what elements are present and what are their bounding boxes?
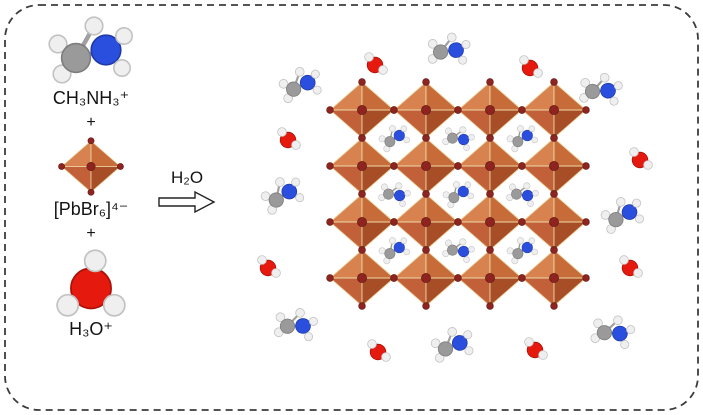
surrounding-water: [363, 51, 389, 76]
surrounding-water: [366, 338, 392, 363]
plus-sign-2: +: [86, 225, 96, 242]
surrounding-water: [628, 146, 654, 171]
surrounding-methylammonium: [275, 63, 325, 105]
methylammonium-molecule: [49, 17, 132, 83]
lead-bromide-label: [PbBr₆]⁴⁻: [53, 199, 129, 219]
pbbr6-octahedron: [326, 78, 398, 142]
surrounding-water: [518, 54, 544, 79]
interstitial-methylammonium: [375, 120, 413, 154]
surrounding-methylammonium: [428, 323, 477, 365]
pbbr6-octahedron: [390, 246, 462, 310]
interstitial-methylammonium: [439, 120, 478, 155]
methylammonium-molecule-icon: [46, 14, 136, 86]
reaction-arrow-block: H₂O: [148, 168, 226, 220]
methylammonium-label: CH₃NH₃⁺: [52, 88, 130, 108]
interstitial-methylammonium: [503, 120, 541, 154]
surrounding-methylammonium: [256, 170, 308, 218]
perovskite-product-scene: [256, 28, 654, 365]
reaction-condition-label: H₂O: [170, 168, 204, 187]
surrounding-water: [618, 254, 644, 279]
interstitial-methylammonium: [439, 232, 478, 267]
hydronium-molecule: [57, 250, 125, 316]
reaction-arrow-icon: [158, 190, 216, 214]
surrounding-water: [256, 254, 282, 279]
surrounding-water: [276, 126, 302, 151]
plus-sign-1: +: [86, 114, 96, 131]
surrounding-methylammonium: [575, 67, 626, 111]
lead-bromide-octahedron-icon: [58, 137, 124, 196]
pbbr6-octahedron: [518, 246, 590, 310]
hydronium-molecule-icon: [55, 247, 127, 317]
interstitial-methylammonium: [375, 176, 414, 211]
reactants-column: CH₃NH₃⁺ + [PbBr₆]⁴⁻ + H₃O⁺: [26, 14, 156, 341]
interstitial-methylammonium: [503, 176, 542, 211]
surrounding-methylammonium: [596, 191, 648, 236]
lead-bromide-octahedron: [58, 137, 124, 196]
surrounding-methylammonium: [586, 308, 639, 355]
surrounding-methylammonium: [270, 302, 321, 347]
pbbr6-octahedron: [326, 190, 398, 254]
surrounding-methylammonium: [424, 28, 473, 70]
interstitial-methylammonium: [439, 176, 477, 210]
interstitial-methylammonium: [503, 232, 541, 266]
surrounding-water: [523, 336, 549, 361]
hydronium-label: H₃O⁺: [69, 319, 113, 339]
interstitial-methylammonium: [375, 232, 413, 266]
